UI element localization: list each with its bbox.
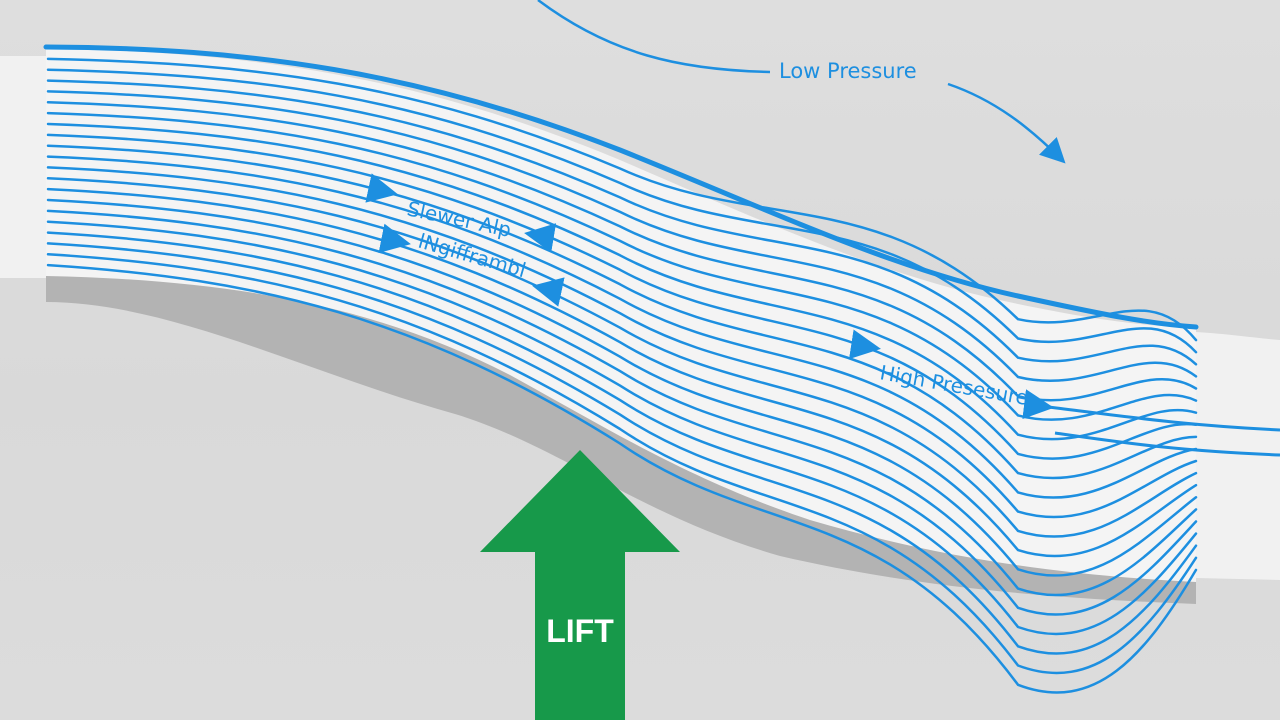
- right-outflow-band: [1196, 332, 1280, 580]
- streamline-20: [46, 263, 1198, 694]
- low-pressure-curve-left: [537, 0, 771, 74]
- lift-label: LIFT: [546, 613, 614, 649]
- streamline-17: [46, 231, 1198, 636]
- streamline-8: [46, 133, 1198, 460]
- high-pressure-arrow-1: [848, 329, 881, 360]
- airfoil-upper-contour: [43, 44, 1199, 330]
- slower-air-arrow-1: [365, 173, 398, 203]
- streamline-2: [46, 68, 1198, 354]
- slower-air-arrow-3: [524, 223, 557, 253]
- streamline-14: [46, 198, 1198, 577]
- streamline-13: [46, 187, 1198, 558]
- streamline-12: [46, 177, 1198, 538]
- streamline-18: [46, 242, 1198, 655]
- streamlines-group: [46, 57, 1198, 694]
- streamline-6: [46, 111, 1198, 421]
- streamline-10: [46, 155, 1198, 499]
- lift-arrow: [480, 450, 680, 720]
- slower-air-arrow-4: [532, 277, 565, 307]
- streamline-11: [46, 166, 1198, 519]
- streamline-1: [46, 57, 1198, 342]
- right-flow-arrow: [1022, 389, 1280, 432]
- streamline-4: [46, 90, 1198, 383]
- right-flow-line: [1054, 431, 1280, 457]
- streamline-5: [46, 101, 1198, 402]
- slower-air-arrow-2: [378, 223, 411, 254]
- streamline-19: [46, 253, 1198, 675]
- streamline-15: [46, 209, 1198, 597]
- left-inflow-band: [0, 56, 48, 278]
- low-pressure-arrow: [947, 82, 1066, 164]
- streamline-3: [46, 79, 1198, 366]
- streamline-9: [46, 144, 1198, 480]
- low-pressure-label: Low Pressure: [779, 59, 917, 83]
- streamline-16: [46, 220, 1198, 616]
